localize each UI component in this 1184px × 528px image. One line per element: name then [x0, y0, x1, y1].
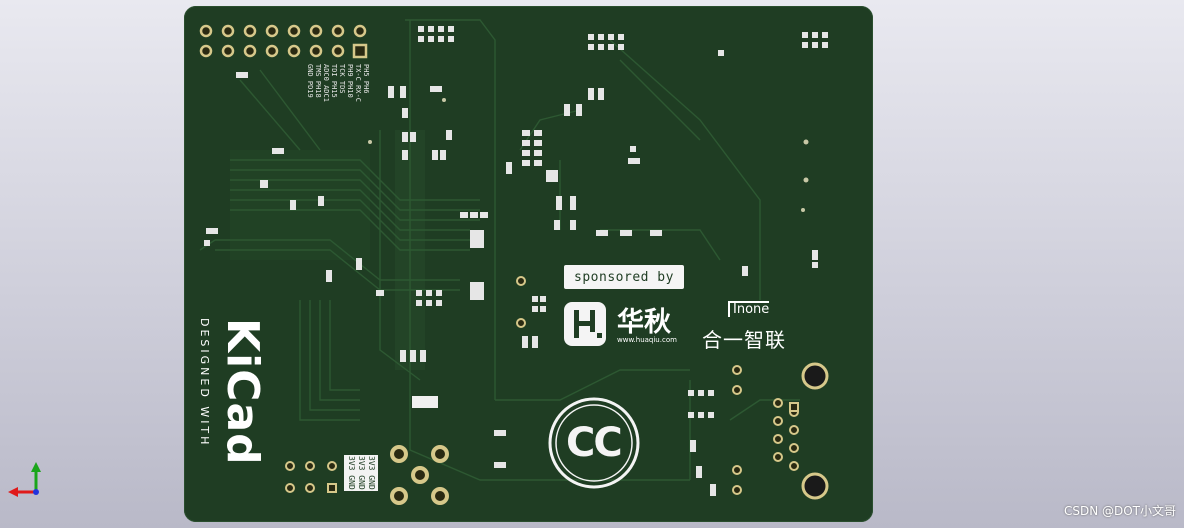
header-label: ADC0 ADC1 [322, 64, 330, 102]
pcb-board [184, 6, 873, 522]
huaqiu-name: 华秋 [617, 307, 671, 338]
csdn-watermark: CSDN @DOT小文哥 [1063, 504, 1176, 518]
huaqiu-logo-icon [564, 302, 606, 346]
huaqiu-url: www.huaqiu.com [617, 336, 677, 344]
header-label: TDI PH15 [330, 64, 338, 98]
power-pin-label: 3V3 GND 3V3 GND 3V3 GND [344, 455, 378, 491]
pin-header [199, 24, 368, 59]
kicad-logo: KiCad [217, 318, 268, 466]
power-label-line: 3V3 GND [367, 456, 376, 490]
header-label: PH9 PH10 [346, 64, 354, 98]
cc-logo [548, 397, 640, 489]
header-label: TX-C RX-C [354, 64, 362, 102]
xyz-axis-icon [8, 462, 41, 497]
header-label: PH5 PH6 [362, 64, 370, 94]
kicad-designed-with: DESIGNED WITH [198, 318, 211, 448]
inone-brand: Inone [728, 301, 770, 317]
sponsored-by-label: sponsored by [564, 265, 684, 289]
cc-text: CC [566, 420, 623, 466]
header-label: GND PD19 [306, 64, 314, 98]
power-label-line: 3V3 GND [357, 456, 366, 490]
header-label: TMS PH18 [314, 64, 322, 98]
inone-chinese-name: 合一智联 [702, 328, 786, 352]
power-label-line: 3V3 GND [347, 456, 356, 490]
header-label: TCK TDS [338, 64, 346, 94]
